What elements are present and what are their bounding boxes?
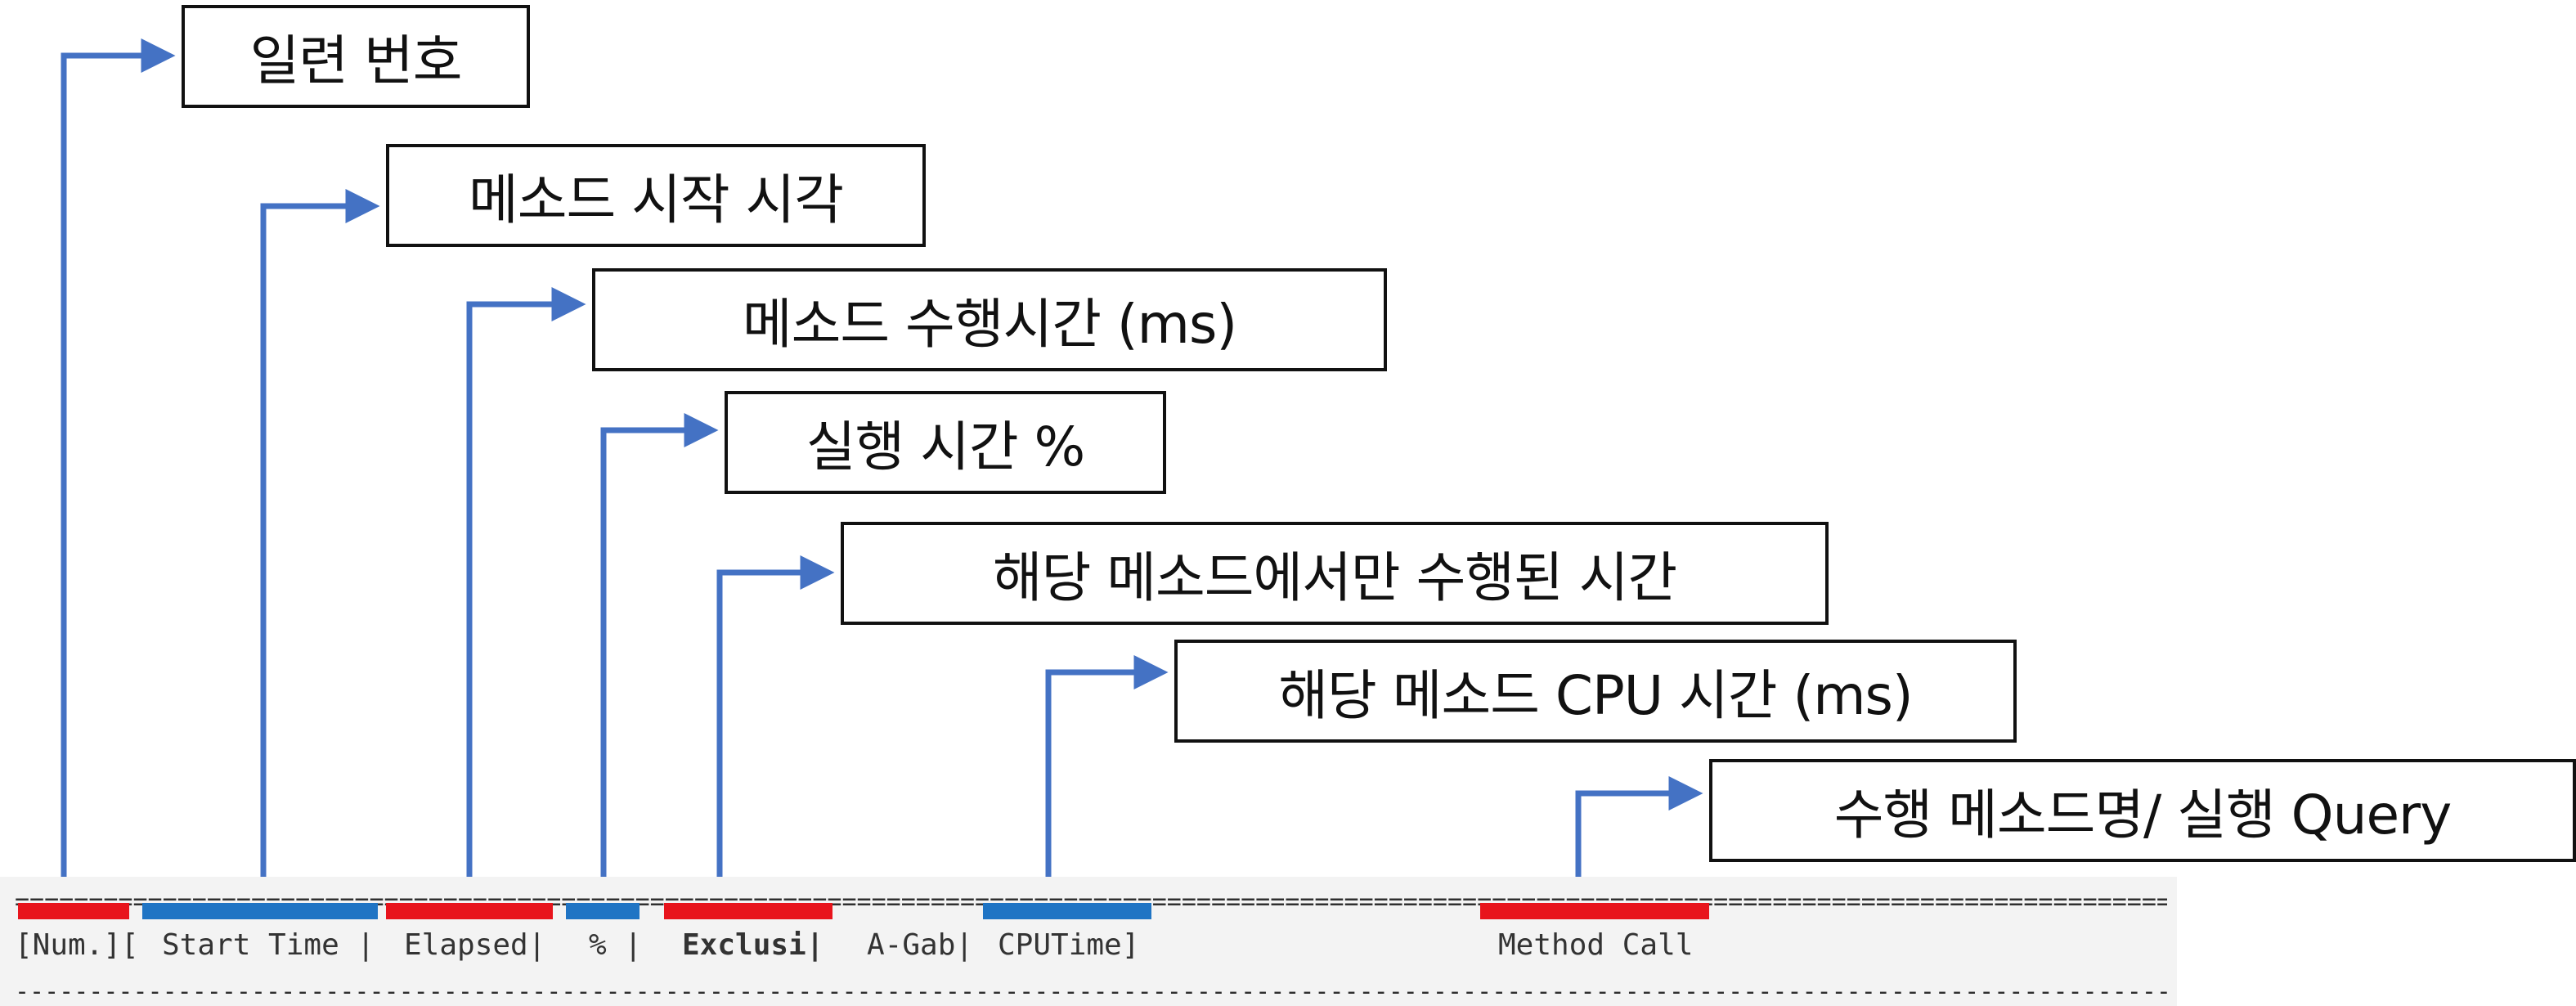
marker-start-time xyxy=(142,903,378,919)
callout-exec-time-percent-text: 실행 시간 % xyxy=(806,415,1086,478)
callout-serial-number: 일련 번호 xyxy=(182,5,530,108)
separator-bottom: ----------------------------------------… xyxy=(15,980,2167,1004)
arrow-serial-number xyxy=(61,38,176,905)
col-exclusive: Exclusi| xyxy=(682,928,824,962)
callout-method-query-text: 수행 메소드명/ 실행 Query xyxy=(1833,784,2453,847)
col-a-gab: A-Gab| xyxy=(867,928,974,962)
arrow-exec-time-percent xyxy=(600,413,719,905)
arrow-method-start-time xyxy=(260,189,380,905)
arrow-method-elapsed xyxy=(466,287,586,903)
marker-percent xyxy=(566,903,640,919)
arrow-method-query xyxy=(1575,776,1703,905)
marker-method-call xyxy=(1480,903,1709,919)
callout-cpu-time: 해당 메소드 CPU 시간 (ms) xyxy=(1174,640,2017,743)
callout-exclusive-time: 해당 메소드에서만 수행된 시간 xyxy=(841,522,1829,625)
arrow-exclusive-time xyxy=(716,555,835,905)
marker-exclusive xyxy=(664,903,832,919)
col-num: [Num.][ xyxy=(15,928,139,962)
callout-method-start-time: 메소드 시작 시각 xyxy=(386,144,926,247)
callout-method-elapsed: 메소드 수행시간 (ms) xyxy=(592,268,1387,371)
col-cpu-time: CPUTime] xyxy=(998,928,1140,962)
callout-exec-time-percent: 실행 시간 % xyxy=(725,391,1166,494)
marker-elapsed xyxy=(386,903,553,919)
col-method-call: Method Call xyxy=(1498,928,1694,962)
callout-cpu-time-text: 해당 메소드 CPU 시간 (ms) xyxy=(1278,664,1913,727)
callout-method-elapsed-text: 메소드 수행시간 (ms) xyxy=(742,293,1237,356)
marker-cpu-time xyxy=(983,903,1151,919)
callout-exclusive-time-text: 해당 메소드에서만 수행된 시간 xyxy=(992,546,1677,609)
col-elapsed: Elapsed| xyxy=(404,928,546,962)
marker-num xyxy=(18,903,129,919)
callout-serial-number-text: 일련 번호 xyxy=(249,29,463,92)
arrow-cpu-time xyxy=(1045,655,1169,905)
col-start-time: Start Time | xyxy=(162,928,375,962)
callout-method-start-time-text: 메소드 시작 시각 xyxy=(469,168,844,231)
col-percent: % | xyxy=(589,928,643,962)
log-header-panel: ========================================… xyxy=(0,877,2177,1006)
callout-method-query: 수행 메소드명/ 실행 Query xyxy=(1709,759,2576,862)
